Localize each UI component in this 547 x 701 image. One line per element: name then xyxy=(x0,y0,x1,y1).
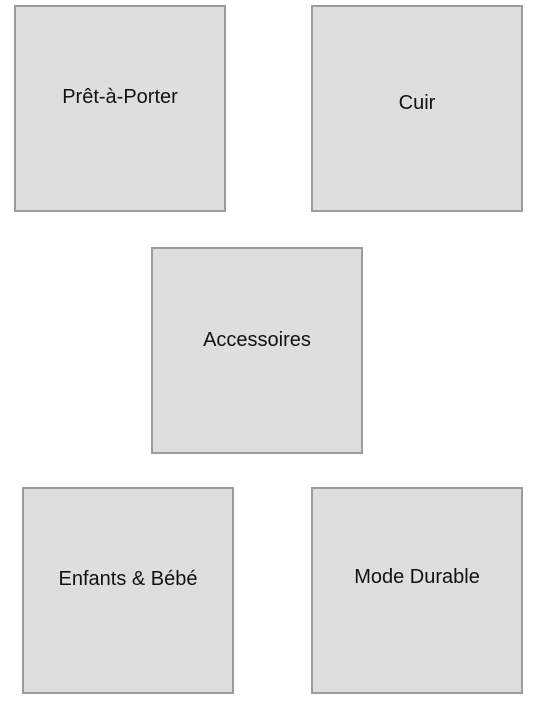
category-tile-accessoires[interactable]: Accessoires xyxy=(151,247,363,454)
category-label: Accessoires xyxy=(203,328,311,351)
category-tile-mode-durable[interactable]: Mode Durable xyxy=(311,487,523,694)
category-label: Prêt-à-Porter xyxy=(62,85,178,108)
category-tile-pret-a-porter[interactable]: Prêt-à-Porter xyxy=(14,5,226,212)
category-tile-cuir[interactable]: Cuir xyxy=(311,5,523,212)
category-label: Cuir xyxy=(398,91,436,114)
category-tile-enfants-bebe[interactable]: Enfants & Bébé xyxy=(22,487,234,694)
category-label: Mode Durable xyxy=(354,565,480,588)
category-label: Enfants & Bébé xyxy=(58,567,198,590)
